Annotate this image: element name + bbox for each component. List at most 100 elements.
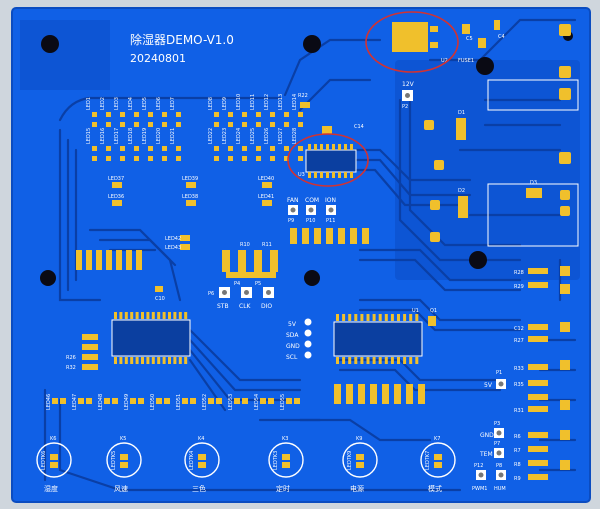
led-bottom-label: LED55 [280, 394, 286, 410]
led-top-item: LED14 [292, 94, 303, 127]
led-top-item: LED27 [278, 128, 289, 161]
resistor-group-r10: R10 R11 [222, 242, 278, 278]
led-top-label: LED13 [278, 94, 284, 110]
touch-key-label: 模式 [428, 484, 442, 493]
i2c-5v-label: 5V [288, 321, 297, 328]
led-top-item: LED16 [100, 128, 111, 161]
u2-ref: U2 [441, 58, 448, 64]
led-top-item: LED13 [278, 94, 289, 127]
led-top-label: LED1 [86, 97, 92, 110]
touch-key-part: LEDTK7 [425, 451, 431, 470]
led-top-label: LED11 [250, 94, 256, 110]
led-top-item: LED23 [222, 128, 233, 161]
led-top-label: LED25 [250, 128, 256, 144]
com-label: COM [305, 197, 319, 204]
led-bottom-label: LED49 [124, 394, 130, 410]
touch-key-ring [268, 442, 304, 478]
led-top-label: LED20 [156, 128, 162, 144]
led-top-label: LED10 [236, 94, 242, 110]
board-date: 20240801 [130, 52, 186, 65]
led-top-item: LED28 [292, 128, 303, 161]
led-bottom-item: LED51 [176, 394, 196, 410]
led-top-item: LED20 [156, 128, 167, 161]
led41-label: LED41 [258, 194, 274, 200]
led-bottom-item: LED50 [150, 394, 170, 410]
aux-headers: 5V P1 GND P3 TEM P7 P12 P8 PWM1 HUM [472, 370, 506, 492]
p9-ref: P9 [288, 218, 294, 224]
r29-label: R29 [514, 284, 524, 290]
led-top-item: LED18 [128, 128, 139, 161]
header-p6-ref: P6 [208, 291, 214, 297]
highlight-ring-u3 [287, 133, 369, 187]
touch-key-part: LEDTK4 [189, 451, 195, 470]
d3-label: D3 [530, 180, 537, 186]
r7-label: R7 [514, 448, 521, 454]
c5-label: C5 [466, 36, 473, 42]
chip-main-u1: U1 Q1 [333, 308, 437, 364]
i2c-sda-label: SDA [286, 332, 299, 339]
aux-hum-label: HUM [494, 486, 506, 492]
led-top-label: LED6 [156, 97, 162, 110]
touch-key-ref: K5 [120, 436, 126, 442]
led42-label: LED42 [165, 236, 181, 242]
led-group-left: LED37 LED36 LED42 LED43 [108, 176, 190, 251]
c12-label: C12 [514, 326, 524, 332]
r11-label: R11 [262, 242, 272, 248]
copper-zones [20, 20, 580, 280]
mounting-holes [40, 31, 573, 286]
fan-label: FAN [287, 197, 299, 204]
r6-label: R6 [514, 434, 521, 440]
fuse-label: FUSE1 [458, 58, 474, 64]
i2c-scl-label: SCL [286, 354, 298, 361]
c4-label: C4 [498, 34, 505, 40]
led-top-item: LED21 [170, 128, 181, 161]
p7-ref: P7 [494, 441, 500, 447]
led-top-item: LED1 [86, 97, 97, 127]
touch-key-ref: K7 [434, 436, 440, 442]
led-top-label: LED14 [292, 94, 298, 110]
r32-label: R32 [66, 365, 76, 371]
r8-label: R8 [514, 462, 521, 468]
led-top-item: LED24 [236, 128, 247, 161]
led-top-item: LED7 [170, 97, 181, 127]
aux-gnd-label: GND [480, 432, 494, 439]
led-top-label: LED5 [142, 97, 148, 110]
led-bottom-item: LED53 [228, 394, 248, 410]
chip-mid-u3: U3 C14 R22 [298, 93, 364, 178]
led-bottom-item: LED47 [72, 394, 92, 410]
p8-ref: P8 [496, 463, 502, 469]
chip-left-soic: C10 [111, 286, 191, 364]
touch-key-part: LEDTK6 [41, 451, 47, 470]
d2-label: D2 [458, 188, 465, 194]
led-bottom-item: LED55 [280, 394, 300, 410]
touch-key-label: 湿度 [44, 484, 58, 493]
r22-label: R22 [298, 93, 308, 99]
led-top-label: LED16 [100, 128, 106, 144]
touch-key-label: 定时 [276, 484, 290, 493]
cap-c10-label: C10 [155, 296, 165, 302]
led-top-label: LED19 [142, 128, 148, 144]
led-bottom-item: LED48 [98, 394, 118, 410]
pump-voltage-label: 12V [402, 81, 415, 88]
highlight-ring-u2 [365, 11, 459, 73]
pump-ref: P2 [402, 104, 408, 110]
led-top-label: LED28 [292, 128, 298, 144]
led-top-item: LED22 [208, 128, 219, 161]
led-bottom-label: LED53 [228, 394, 234, 410]
header-p5-ref: P5 [255, 281, 261, 287]
touch-key-part: LEDTK9 [347, 451, 353, 470]
header-stb-label: STB [217, 303, 229, 310]
p11-ref: P11 [326, 218, 335, 224]
display-header: P6 P4 P5 STB CLK DIO [208, 281, 274, 310]
led-bottom-label: LED54 [254, 394, 260, 410]
resistor-bank-left [76, 250, 142, 270]
led-bottom-item: LED49 [124, 394, 144, 410]
ion-label: ION [325, 197, 336, 204]
p10-ref: P10 [306, 218, 315, 224]
header-dio-label: DIO [261, 303, 272, 310]
led-top-label: LED22 [208, 128, 214, 144]
